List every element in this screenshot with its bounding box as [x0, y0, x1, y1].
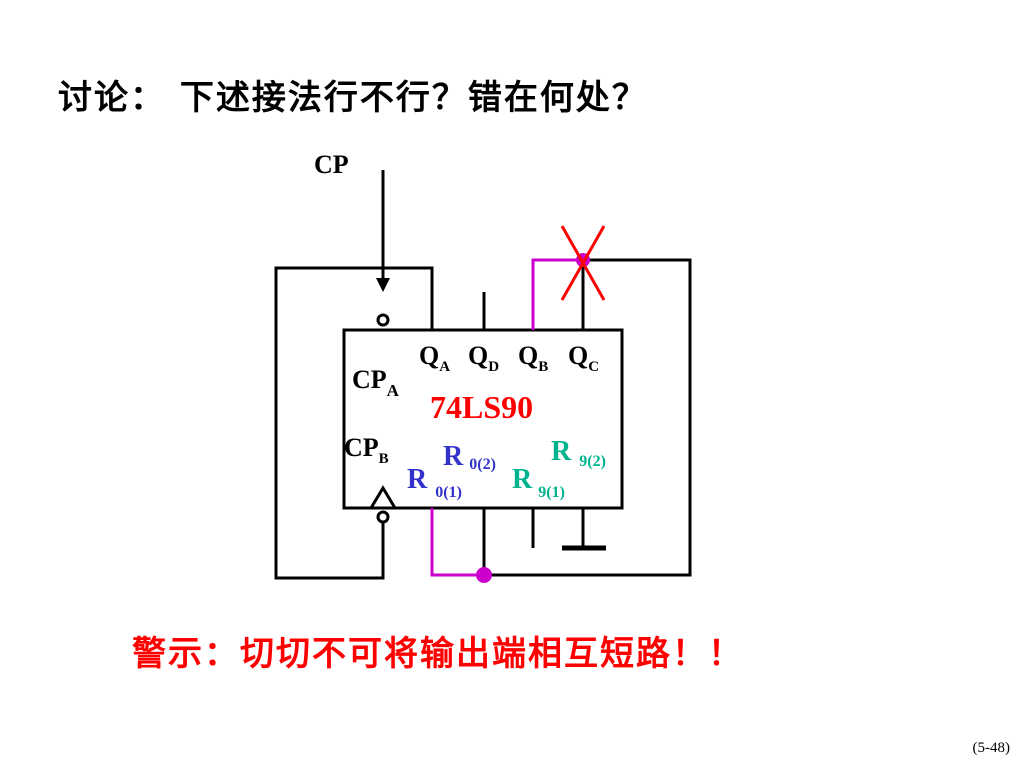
cpa-inversion-bubble	[376, 313, 390, 327]
qa-to-cpb-wire	[274, 266, 434, 580]
warning-text: 警示：切切不可将输出端相互短路！！	[132, 634, 744, 674]
qb-highlight-wire	[531, 258, 583, 330]
r01-highlight-wire	[430, 508, 484, 577]
cp-input-label: CP	[314, 150, 349, 179]
cp-input-arrowhead	[376, 278, 390, 292]
qb-label: QB	[518, 341, 548, 375]
chip-74ls90	[342, 328, 624, 510]
cpb-inversion-bubble	[376, 510, 390, 524]
qc-to-right-loop-wire	[484, 258, 692, 577]
qc-label: QC	[568, 341, 599, 375]
page-number: (5-48)	[972, 740, 1011, 756]
chip-name-label: 74LS90	[430, 389, 533, 425]
qa-label: QA	[419, 341, 450, 375]
r0-junction-dot	[476, 567, 492, 583]
page-title: 讨论： 下述接法行不行？错在何处？	[58, 78, 648, 118]
cpb-clock-triangle	[369, 485, 397, 509]
error-cross-line-2	[560, 225, 606, 301]
qd-label: QD	[468, 341, 499, 375]
cpa-label: CPA	[352, 365, 400, 400]
cpb-label: CPB	[344, 433, 389, 467]
